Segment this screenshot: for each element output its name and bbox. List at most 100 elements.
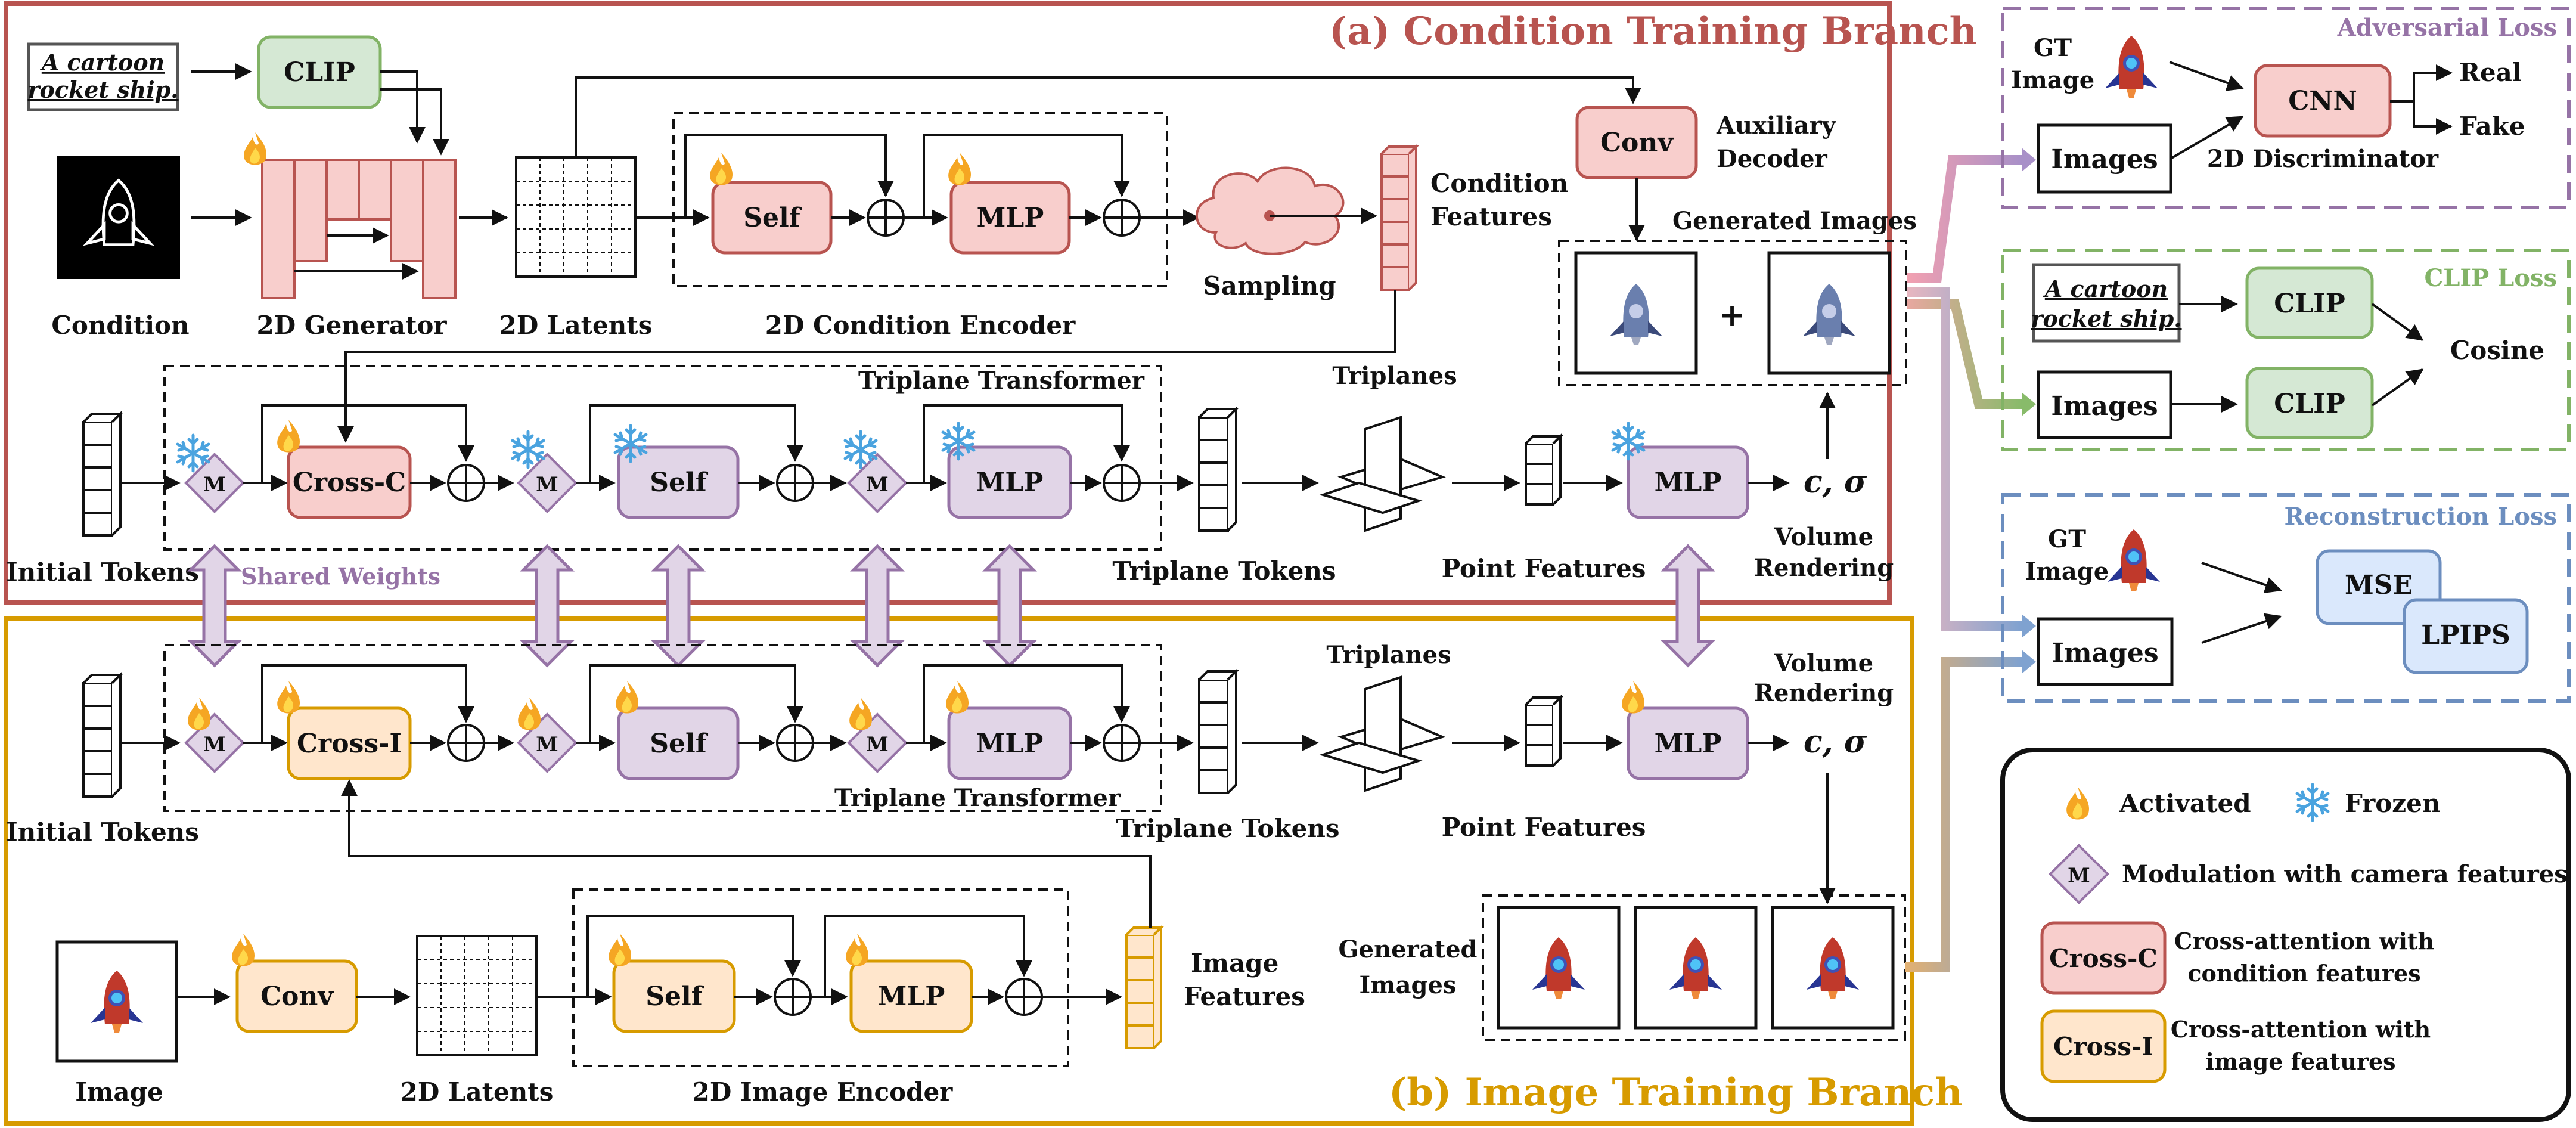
residual-add-icon bbox=[774, 978, 812, 1016]
volume-rendering-label2: Rendering bbox=[1754, 679, 1894, 707]
image-branch-title: (b) Image Training Branch bbox=[1389, 1070, 1963, 1115]
clip-prompt-line1: A cartoon bbox=[2043, 275, 2168, 302]
text-prompt-box bbox=[27, 42, 179, 111]
aux-decoder-label1: Auxiliary bbox=[1716, 111, 1837, 140]
modulation-m: M bbox=[536, 733, 558, 757]
modulation-m: M bbox=[536, 473, 558, 497]
clip-prompt-box bbox=[2032, 263, 2181, 343]
shared-weight-arrow bbox=[854, 546, 901, 665]
residual-add-icon bbox=[1103, 724, 1141, 762]
flame-icon bbox=[616, 681, 639, 714]
image-features-stack bbox=[1125, 925, 1164, 1049]
image-transformer-label: Triplane Transformer bbox=[834, 784, 1121, 812]
triplane-tokens-stack bbox=[1198, 670, 1237, 794]
recon-images-box bbox=[2037, 617, 2174, 686]
reconstruction-loss-frame bbox=[2001, 493, 2571, 703]
image-transformer-mlp-label: MLP bbox=[976, 729, 1044, 759]
image-features-label2: Features bbox=[1184, 982, 1305, 1011]
recon-gt-label2: Image bbox=[2025, 557, 2109, 585]
generated-images-frame bbox=[1558, 240, 1907, 386]
image-transformer-frame bbox=[163, 644, 1162, 812]
clip-prompt-line2: rocket ship. bbox=[2031, 305, 2181, 332]
triplanes-shape bbox=[1322, 676, 1444, 792]
triplane-tokens-label: Triplane Tokens bbox=[1116, 814, 1339, 843]
image-encoder-label: 2D Image Encoder bbox=[693, 1077, 954, 1107]
reconstruction-loss-title: Reconstruction Loss bbox=[2284, 503, 2557, 531]
image-branch-frame bbox=[4, 616, 1914, 1126]
adversarial-loss-title: Adversarial Loss bbox=[2337, 14, 2557, 42]
real-label: Real bbox=[2459, 58, 2522, 87]
condition-encoder-frame bbox=[672, 112, 1168, 287]
initial-tokens-label: Initial Tokens bbox=[6, 817, 199, 847]
shared-weight-arrow bbox=[191, 546, 238, 665]
condition-transformer-frame bbox=[163, 365, 1162, 551]
generated-images-frame bbox=[1482, 894, 1906, 1041]
2d-generator bbox=[261, 159, 457, 299]
rocket-image bbox=[2105, 36, 2158, 98]
text-prompt-line2: rocket ship. bbox=[27, 76, 178, 103]
condition-sketch-image bbox=[57, 156, 180, 279]
cosine-label: Cosine bbox=[2450, 336, 2544, 365]
adversarial-loss-frame bbox=[2001, 7, 2571, 209]
clip-encoder-label: CLIP bbox=[284, 57, 355, 88]
c-sigma-label: c, σ bbox=[1804, 464, 1867, 500]
flame-icon bbox=[946, 681, 969, 714]
generated-images-label1: Generated bbox=[1338, 935, 1477, 963]
shared-weight-arrow bbox=[986, 546, 1033, 665]
auxiliary-conv-label: Conv bbox=[1600, 128, 1674, 158]
legend-cross-i-desc1: Cross-attention with bbox=[2171, 1016, 2431, 1043]
image-features-label1: Image bbox=[1191, 949, 1278, 978]
cross-i-label: Cross-I bbox=[297, 729, 402, 759]
c-sigma-label: c, σ bbox=[1804, 724, 1867, 760]
modulation-m: M bbox=[866, 473, 889, 497]
lpips-label: LPIPS bbox=[2421, 620, 2510, 650]
triplanes-shape bbox=[1322, 416, 1444, 532]
image-self-attn-label: Self bbox=[645, 981, 704, 1012]
condition-latents-grid bbox=[515, 156, 637, 278]
initial-tokens-stack bbox=[82, 674, 122, 798]
shared-weights-label: Shared Weights bbox=[241, 563, 440, 590]
legend-cross-c-desc2: condition features bbox=[2187, 960, 2420, 987]
shared-weight-arrow bbox=[1664, 546, 1712, 665]
flame-icon bbox=[188, 698, 211, 730]
text-prompt-line1: A cartoon bbox=[40, 49, 165, 76]
triplane-tokens-label: Triplane Tokens bbox=[1112, 556, 1336, 585]
condition-encoder-label: 2D Condition Encoder bbox=[765, 311, 1076, 340]
condition-branch-title: (a) Condition Training Branch bbox=[1329, 9, 1977, 54]
condition-mlp-label: MLP bbox=[977, 203, 1044, 233]
image-encoder-frame bbox=[572, 888, 1069, 1067]
clip-text-encoder-box bbox=[2245, 266, 2374, 339]
point-features-label: Point Features bbox=[1442, 554, 1646, 583]
flame-icon bbox=[849, 698, 873, 730]
flame-icon bbox=[518, 698, 541, 730]
discriminator-label: 2D Discriminator bbox=[2207, 145, 2439, 173]
shared-weight-arrow bbox=[654, 546, 702, 665]
condition-self-attn-label: Self bbox=[743, 203, 802, 233]
legend-cross-i-label: Cross-I bbox=[2053, 1032, 2153, 1061]
cross-c-label: Cross-C bbox=[293, 467, 406, 498]
flame-icon bbox=[244, 132, 267, 165]
residual-add-icon bbox=[776, 464, 814, 502]
aux-decoder-label2: Decoder bbox=[1717, 145, 1828, 173]
legend-frozen-label: Frozen bbox=[2345, 789, 2440, 818]
fake-label: Fake bbox=[2459, 111, 2525, 141]
legend-m-label: M bbox=[2068, 864, 2090, 888]
flame-icon bbox=[846, 934, 869, 966]
condition-transformer-self-label: Self bbox=[650, 467, 708, 498]
clip-images-label: Images bbox=[2051, 391, 2158, 422]
image-latents-grid bbox=[416, 935, 538, 1056]
generated-images-label: Generated Images bbox=[1672, 207, 1917, 235]
clip-text-encoder-label: CLIP bbox=[2274, 289, 2345, 319]
point-features-label: Point Features bbox=[1442, 813, 1646, 842]
image-nerf-mlp-label: MLP bbox=[1655, 729, 1722, 759]
residual-add-icon bbox=[1103, 464, 1141, 502]
legend-modulation-label: Modulation with camera features bbox=[2122, 860, 2568, 888]
flame-icon bbox=[948, 153, 972, 185]
legend-cross-i-desc2: image features bbox=[2205, 1048, 2395, 1075]
adv-images-label: Images bbox=[2051, 144, 2158, 175]
residual-add-icon bbox=[447, 724, 485, 762]
cnn-label: CNN bbox=[2288, 86, 2357, 116]
clip-loss-frame bbox=[2001, 249, 2571, 451]
clip-images-box bbox=[2037, 370, 2172, 439]
